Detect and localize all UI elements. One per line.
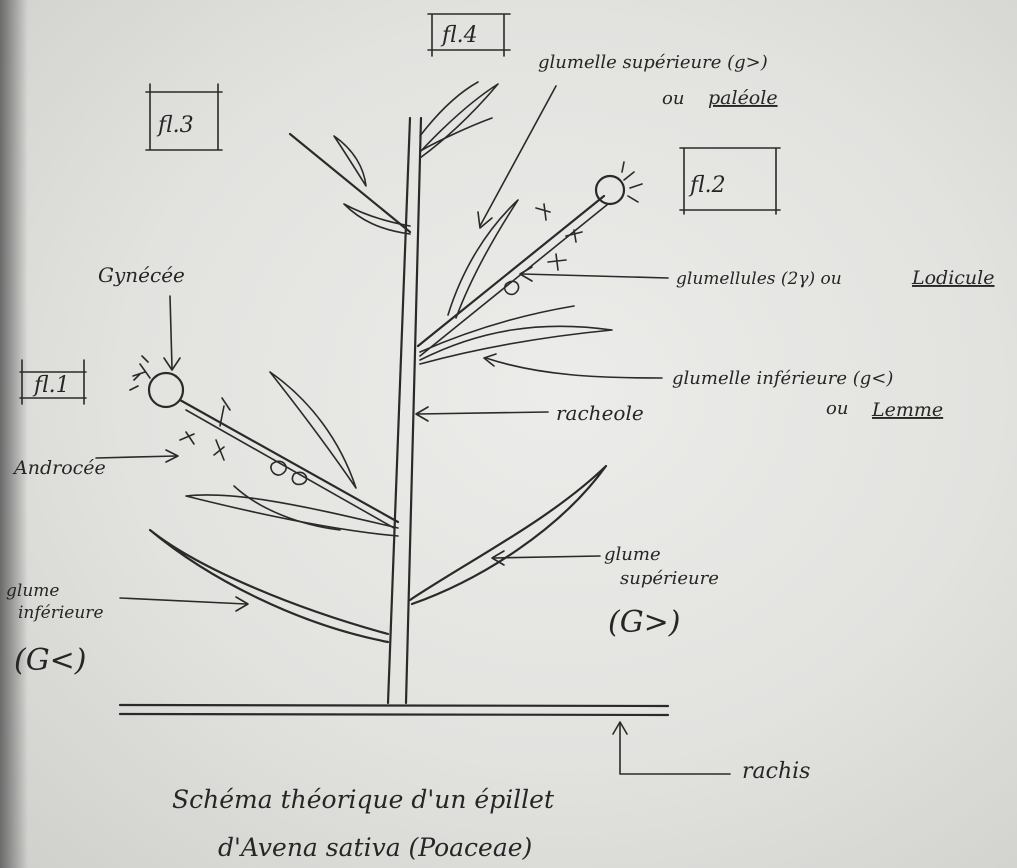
label-glume-sup-line1: glume [604, 544, 661, 565]
label-fl-3: fl.3 [156, 113, 194, 138]
glume-inferieure-shape [148, 528, 390, 644]
flower-1 [129, 355, 400, 537]
label-glume-sup-line3: (G>) [608, 605, 681, 640]
label-glumellules: glumellules (2γ) ou [676, 269, 842, 289]
label-lemme: Lemme [871, 399, 943, 421]
title-line-1: Schéma théorique d'un épillet [172, 785, 555, 814]
label-rachis: rachis [742, 759, 810, 784]
label-glumelle-sup-ou: ou [662, 88, 684, 109]
label-fl-2: fl.2 [688, 173, 726, 198]
racheole-axis [386, 116, 423, 705]
label-glume-inf-line3: (G<) [14, 643, 87, 678]
flower-2 [416, 161, 643, 365]
pointer-arrows [95, 85, 731, 775]
label-lodicule: Lodicule [911, 267, 995, 289]
label-fl-4: fl.4 [440, 23, 478, 48]
flower-4 [419, 81, 499, 159]
flower-3 [288, 132, 412, 235]
label-gynecee: Gynécée [98, 263, 185, 287]
label-glumelle-sup-line1: glumelle supérieure (g>) [538, 52, 768, 73]
rachis [118, 703, 670, 717]
label-glumelle-inf-line1: glumelle inférieure (g<) [672, 368, 893, 389]
title-line-2: d'Avena sativa (Poaceae) [218, 833, 532, 862]
glume-superieure-shape [408, 464, 608, 606]
label-glume-inf-line2: inférieure [18, 603, 104, 623]
label-glumelle-inf-ou: ou [826, 398, 848, 419]
paper-shadow-edge [0, 0, 28, 868]
label-fl-1: fl.1 [32, 373, 70, 398]
label-androcee: Androcée [12, 457, 106, 479]
label-glume-inf-line1: glume [6, 581, 59, 601]
label-glumelle-sup-paleole: paléole [708, 87, 778, 109]
fl-boxes [19, 13, 781, 405]
label-racheole: racheole [556, 401, 644, 425]
label-glume-sup-line2: supérieure [620, 568, 719, 589]
